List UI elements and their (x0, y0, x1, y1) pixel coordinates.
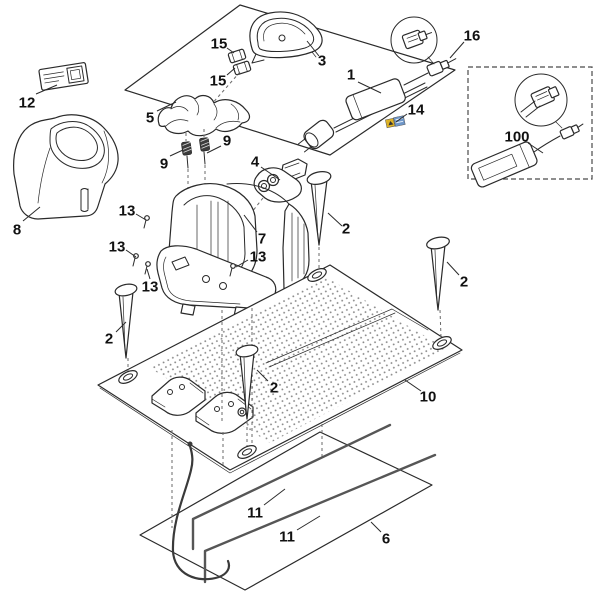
leader-line-part-9 (169, 149, 184, 157)
part-label-4: 4 (251, 153, 260, 170)
leader-line-part-15 (226, 47, 235, 54)
leader-line-part-15 (226, 67, 236, 76)
leader-line-part-2 (446, 261, 460, 276)
ground-mat (139, 431, 433, 591)
cable-clips (227, 48, 252, 76)
guide-rods (191, 423, 437, 584)
part-label-7: 7 (258, 230, 266, 247)
leader-line-part-7 (243, 214, 258, 233)
connector-detail-circle (390, 16, 438, 65)
leader-line-part-2 (256, 369, 269, 382)
part-label-9: 9 (160, 155, 168, 172)
corner-grommet (118, 370, 138, 384)
part-label-2: 2 (105, 330, 113, 347)
housing-cover (13, 114, 119, 220)
safety-sticker (385, 115, 406, 129)
leader-line-part-16 (449, 41, 465, 59)
part-label-2: 2 (270, 379, 278, 396)
leader-line-part-2 (327, 212, 343, 227)
leader-line-part-10 (404, 379, 422, 392)
part-label-13: 13 (142, 278, 159, 295)
part-label-11: 11 (279, 528, 295, 545)
leader-line-part-14 (395, 113, 408, 123)
part-label-15: 15 (210, 72, 227, 89)
part-label-8: 8 (13, 221, 21, 238)
leader-line-part-4 (260, 166, 281, 181)
rating-label (38, 62, 89, 91)
part-label-2: 2 (342, 220, 350, 237)
leader-line-part-2 (115, 321, 127, 333)
part-label-5: 5 (146, 109, 154, 126)
leader-line-part-6 (370, 521, 382, 533)
corner-grommet (432, 336, 452, 350)
part-label-2: 2 (460, 273, 468, 290)
plate-bracket (151, 376, 254, 434)
part-label-100: 100 (504, 128, 529, 145)
part-label-13: 13 (250, 248, 267, 265)
part-label-10: 10 (420, 388, 437, 405)
projection-lines-lower (171, 424, 323, 528)
part-label-9: 9 (223, 132, 231, 149)
part-label-6: 6 (382, 530, 390, 547)
leader-line-part-11 (296, 515, 321, 531)
leader-line-part-13 (125, 249, 137, 258)
power-supply-unit (297, 58, 457, 153)
leader-line-part-8 (22, 206, 41, 222)
corner-grommet (307, 268, 327, 282)
corner-grommet (237, 445, 257, 459)
part-label-13: 13 (119, 202, 136, 219)
part-label-12: 12 (19, 94, 36, 111)
part-label-1: 1 (347, 66, 355, 83)
alt-connector (559, 123, 584, 140)
part-label-15: 15 (211, 35, 228, 52)
leader-line-part-11 (263, 488, 286, 506)
part-label-14: 14 (408, 101, 425, 118)
base-plate (97, 264, 463, 474)
low-voltage-connector (426, 58, 457, 77)
leader-line-part-100 (527, 142, 544, 154)
leader-line-part-5 (156, 101, 177, 112)
leader-line-part-13 (146, 268, 151, 280)
part-label-3: 3 (318, 52, 326, 69)
leader-line-part-1 (357, 81, 382, 94)
fixing-pin (235, 344, 259, 420)
leader-line-part-13 (135, 213, 147, 221)
fixing-pin (426, 236, 450, 311)
fixing-pin (306, 171, 332, 246)
leader-line-part-9 (206, 145, 222, 154)
cover-part (249, 11, 323, 64)
part-label-16: 16 (464, 27, 481, 44)
fixing-pins (114, 171, 450, 420)
leader-line-part-13 (235, 259, 249, 268)
mains-plug (297, 119, 335, 153)
part-label-13: 13 (109, 238, 126, 255)
fixing-pin (114, 283, 138, 359)
leader-line-part-12 (35, 84, 58, 95)
contact-springs (181, 129, 210, 189)
alt-power-supply (470, 141, 538, 188)
bracket-part (157, 94, 251, 137)
charging-cable (171, 441, 231, 581)
leader-line-part-3 (306, 40, 320, 57)
kit-box-outline (124, 4, 456, 156)
accessory-box (467, 66, 593, 188)
part-label-11: 11 (247, 504, 263, 521)
